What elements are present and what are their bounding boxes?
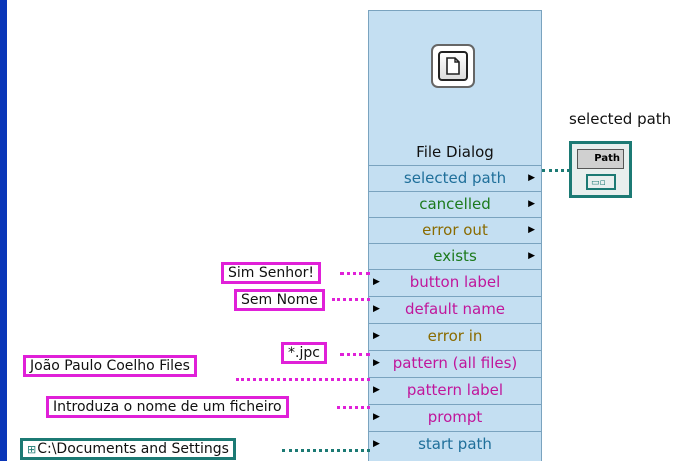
- terminal-pattern[interactable]: ▶ pattern (all files): [369, 350, 541, 376]
- constant-text: João Paulo Coelho Files: [30, 358, 190, 374]
- terminal-error-in[interactable]: ▶ error in: [369, 323, 541, 349]
- constant-text: Sem Nome: [241, 292, 318, 308]
- wire-start-path[interactable]: [282, 449, 370, 452]
- path-type-box: Path: [577, 149, 624, 169]
- prompt-constant[interactable]: Introduza o nome de um ficheiro: [46, 396, 289, 418]
- terminal-label: pattern (all files): [392, 354, 518, 372]
- terminal-pattern-label[interactable]: ▶ pattern label: [369, 377, 541, 403]
- page-glyph-icon: [446, 57, 460, 75]
- terminal-label: prompt: [427, 408, 483, 426]
- node-top-border: [369, 10, 541, 11]
- terminal-exists[interactable]: exists ▶: [369, 243, 541, 269]
- wire-default-name[interactable]: [332, 298, 370, 301]
- wire-pattern-label[interactable]: [236, 378, 370, 381]
- window-edge-bar: [0, 0, 7, 461]
- terminal-label: error out: [422, 221, 488, 239]
- folder-icon: ▭▫: [591, 178, 606, 188]
- output-arrow-icon: ▶: [528, 225, 535, 235]
- file-dialog-icon: [431, 44, 475, 88]
- terminal-start-path[interactable]: ▶ start path: [369, 431, 541, 457]
- pattern-constant[interactable]: *.jpc: [281, 342, 327, 364]
- terminal-label: cancelled: [419, 195, 491, 213]
- terminal-error-out[interactable]: error out ▶: [369, 217, 541, 243]
- input-arrow-icon: ▶: [373, 358, 380, 368]
- input-arrow-icon: ▶: [373, 304, 380, 314]
- start-path-constant[interactable]: ⊞C:\Documents and Settings: [20, 438, 236, 460]
- path-icon: ⊞: [27, 443, 37, 456]
- node-title: File Dialog: [416, 143, 494, 161]
- path-type-text: Path: [594, 153, 620, 164]
- input-arrow-icon: ▶: [373, 277, 380, 287]
- terminal-cancelled[interactable]: cancelled ▶: [369, 191, 541, 217]
- terminal-button-label[interactable]: ▶ button label: [369, 269, 541, 295]
- input-arrow-icon: ▶: [373, 385, 380, 395]
- input-arrow-icon: ▶: [373, 412, 380, 422]
- terminal-label: error in: [427, 327, 483, 345]
- terminal-label: start path: [418, 435, 492, 453]
- document-icon: [438, 51, 468, 81]
- pattern-label-constant[interactable]: João Paulo Coelho Files: [23, 355, 197, 377]
- wire-button-label[interactable]: [340, 272, 370, 275]
- path-subicon: ▭▫: [586, 174, 616, 190]
- constant-text: C:\Documents and Settings: [37, 441, 229, 457]
- terminal-label: button label: [409, 273, 501, 291]
- output-arrow-icon: ▶: [528, 199, 535, 209]
- input-arrow-icon: ▶: [373, 439, 380, 449]
- terminal-label: selected path: [403, 169, 507, 187]
- wire-pattern[interactable]: [340, 353, 370, 356]
- file-dialog-node[interactable]: File Dialog selected path ▶ cancelled ▶ …: [368, 10, 542, 461]
- constant-text: *.jpc: [288, 345, 320, 361]
- input-arrow-icon: ▶: [373, 331, 380, 341]
- default-name-constant[interactable]: Sem Nome: [234, 289, 325, 311]
- indicator-label: selected path: [569, 110, 672, 128]
- terminal-label: pattern label: [406, 381, 504, 399]
- terminal-label: exists: [433, 247, 477, 265]
- terminal-selected-path[interactable]: selected path ▶: [369, 165, 541, 191]
- wire-prompt[interactable]: [337, 406, 370, 409]
- terminal-default-name[interactable]: ▶ default name: [369, 296, 541, 322]
- constant-text: Sim Senhor!: [228, 265, 315, 281]
- terminal-prompt[interactable]: ▶ prompt: [369, 404, 541, 430]
- output-arrow-icon: ▶: [528, 251, 535, 261]
- wire-selected-path[interactable]: [542, 169, 570, 172]
- button-label-constant[interactable]: Sim Senhor!: [221, 262, 322, 284]
- constant-text: Introduza o nome de um ficheiro: [53, 399, 282, 415]
- terminal-label: default name: [404, 300, 506, 318]
- selected-path-indicator[interactable]: Path ▭▫: [569, 141, 632, 198]
- output-arrow-icon: ▶: [528, 173, 535, 183]
